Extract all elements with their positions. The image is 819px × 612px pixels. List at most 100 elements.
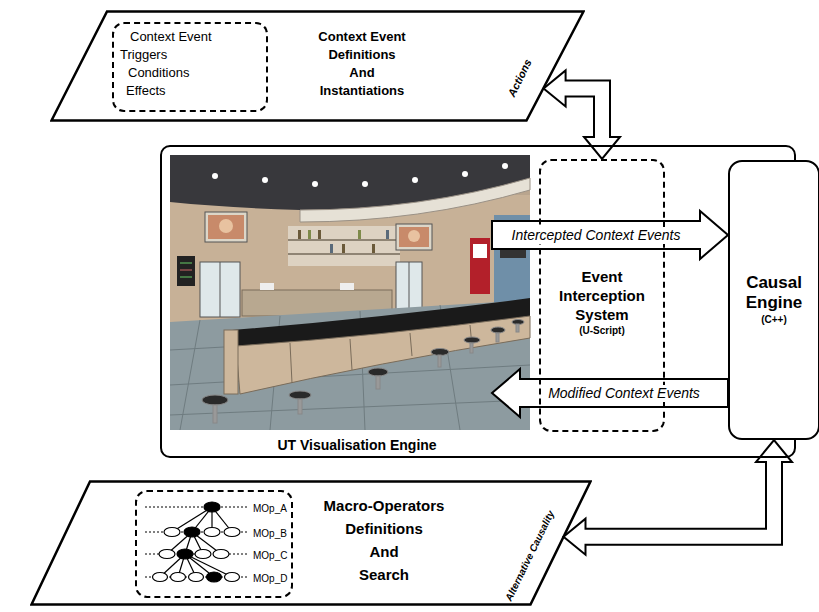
bar-scene-part bbox=[202, 320, 524, 424]
bar-scene-part-part bbox=[298, 399, 302, 414]
bar-scene-part-part bbox=[438, 355, 441, 367]
bar-scene-part bbox=[298, 230, 301, 239]
level-label: MOp_B bbox=[253, 528, 287, 540]
list-item: Effects bbox=[126, 82, 166, 100]
bar-scene-part bbox=[399, 227, 429, 247]
tree-node-part bbox=[195, 550, 211, 559]
visualisation-engine-frame: UT Visualisation EngineEvent Interceptio… bbox=[160, 145, 796, 458]
bar-scene-part bbox=[260, 283, 274, 290]
tree-node-part bbox=[153, 573, 168, 582]
bar-scene-part-part bbox=[470, 343, 473, 353]
list-item: Context Event bbox=[130, 28, 212, 46]
box-subtitle: (U-Script) bbox=[541, 324, 663, 338]
tree-node-part bbox=[204, 502, 220, 512]
causal-engine-box: Causal Engine(C++) bbox=[728, 160, 819, 440]
hollow-arrow bbox=[492, 369, 728, 417]
tree-level-line-part bbox=[145, 507, 247, 508]
bar-scene-part bbox=[288, 239, 400, 241]
bar-scene-part bbox=[396, 224, 432, 250]
bar-scene-part bbox=[358, 230, 361, 239]
bar-scene-part bbox=[502, 163, 508, 169]
bar-scene-part-part bbox=[213, 405, 217, 423]
bar-scene-part bbox=[205, 212, 247, 242]
bar-scene-part bbox=[180, 320, 200, 430]
bar-scene-part bbox=[473, 244, 487, 258]
bar-scene-part bbox=[312, 181, 318, 187]
box-subtitle: (C++) bbox=[730, 313, 818, 327]
tree-node-part bbox=[189, 573, 204, 582]
definitions-band: Context Event Definitions And Instantiat… bbox=[50, 10, 585, 122]
tree-node-part bbox=[159, 550, 175, 559]
bar-scene bbox=[170, 155, 530, 430]
level-label: MOp_D bbox=[253, 573, 287, 585]
tree-node-part bbox=[224, 528, 240, 537]
bar-scene-part bbox=[410, 333, 412, 356]
bar-scene-part bbox=[342, 244, 345, 253]
bar-scene-part-part bbox=[376, 376, 380, 389]
hollow-arrow bbox=[492, 211, 728, 259]
bar-scene-part bbox=[262, 177, 268, 183]
tree-node-part bbox=[171, 573, 186, 582]
band-shape bbox=[32, 482, 591, 605]
tree-node-part bbox=[164, 528, 180, 537]
bar-scene-part bbox=[386, 230, 389, 239]
tree-node bbox=[153, 502, 241, 582]
band-shape bbox=[52, 12, 584, 121]
band-side-label: Alternative Causality bbox=[503, 509, 557, 603]
level-label: MOp_C bbox=[253, 550, 287, 562]
tree-node-part bbox=[207, 572, 222, 582]
text-group: Event Interception System(U-Script) bbox=[541, 267, 663, 338]
bar-scene-part bbox=[462, 171, 468, 177]
bar-scene-part bbox=[470, 238, 490, 294]
bar-scene-part bbox=[308, 230, 311, 239]
band-title: Context Event Definitions And Instantiat… bbox=[315, 28, 409, 100]
bar-scene-part-part bbox=[431, 349, 449, 356]
bar-scene-part-part bbox=[368, 368, 388, 376]
bar-scene-part-part bbox=[464, 337, 480, 343]
tree-node-part bbox=[225, 573, 240, 582]
list-item: Triggers bbox=[120, 46, 167, 64]
bar-scene-part-part bbox=[516, 324, 519, 332]
bar-scene-part bbox=[330, 244, 333, 253]
band-title: Macro-Operators Definitions And Search bbox=[320, 494, 448, 586]
context-event-box: Context EventTriggersConditionsEffects bbox=[112, 22, 268, 112]
tree-branch bbox=[160, 507, 232, 577]
bar-scene-part bbox=[212, 173, 218, 179]
text-group: Causal Engine(C++) bbox=[730, 273, 818, 327]
bar-scene-part bbox=[208, 215, 244, 239]
macro-operators-band: Macro-Operators Definitions And Search Al… bbox=[30, 480, 592, 606]
bar-scene-part bbox=[318, 230, 321, 239]
bar-scene-part bbox=[224, 330, 238, 394]
bar-scene-part bbox=[372, 244, 375, 253]
arrow-label: Modified Context Events bbox=[545, 385, 703, 402]
tree-node-part bbox=[184, 527, 200, 537]
bar-scene-part bbox=[180, 263, 192, 264]
arrow-label: Intercepted Context Events bbox=[509, 227, 684, 244]
tree-node-part bbox=[213, 550, 229, 559]
bar-scene-part bbox=[220, 262, 221, 317]
bar-scene-part bbox=[290, 343, 292, 383]
bar-scene-part bbox=[408, 230, 420, 242]
bar-scene-part bbox=[177, 256, 195, 286]
tree-level-line bbox=[145, 507, 247, 577]
bar-scene-part bbox=[350, 339, 352, 370]
bar-scene-part-part bbox=[202, 395, 228, 405]
bar-scene-part bbox=[288, 253, 400, 255]
bar-scene-part-part bbox=[496, 333, 499, 342]
box-title: Causal Engine bbox=[730, 273, 818, 313]
bar-scene-part bbox=[362, 181, 368, 187]
level-label: MOp_A bbox=[253, 503, 287, 515]
bar-scene-part bbox=[288, 226, 400, 266]
list-item: Conditions bbox=[128, 64, 189, 82]
bar-scene-part-part bbox=[491, 327, 505, 333]
bar-scene-part bbox=[200, 262, 240, 317]
band-side-label: Actions bbox=[505, 57, 534, 99]
tree-node-part bbox=[177, 549, 193, 559]
bar-scene-part bbox=[180, 277, 192, 278]
bar-scene-part bbox=[340, 283, 354, 290]
macro-operator-tree-box: MOp_A MOp_B MOp_C MOp_D bbox=[135, 490, 293, 598]
tree-node-part bbox=[204, 528, 220, 537]
bar-scene-part bbox=[219, 219, 233, 233]
bar-scene-part-part bbox=[289, 391, 311, 399]
